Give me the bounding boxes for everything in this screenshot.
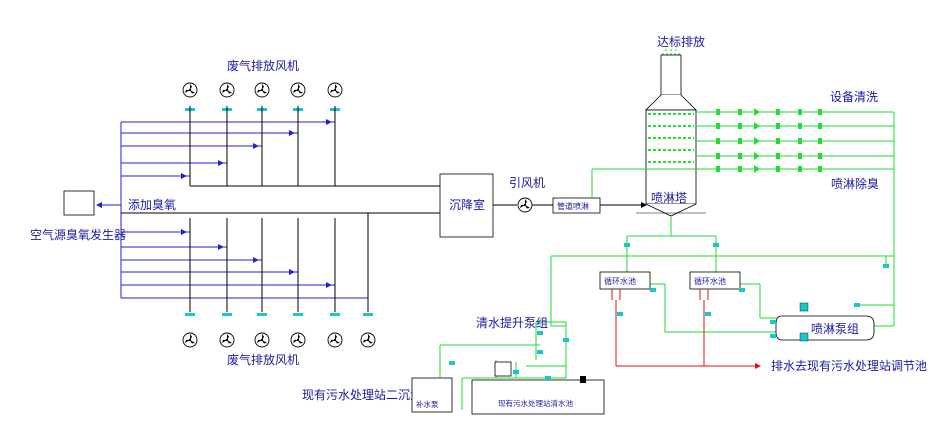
pipe-spray-label: 管道喷淋 — [557, 201, 589, 211]
spray-deodorize-label: 喷淋除臭 — [831, 176, 879, 191]
header-valve — [798, 153, 802, 159]
induced-fan-rotor — [517, 197, 533, 213]
header-valve — [716, 109, 720, 115]
header-valve — [818, 166, 822, 172]
header-valve — [716, 153, 720, 159]
valve-marker — [883, 264, 889, 268]
drain-to-regulating-label: 排水去现有污水处理站调节池 — [771, 359, 927, 373]
valve-marker — [624, 243, 630, 247]
damper-icon — [257, 313, 267, 316]
makeup-pump-label: 补水泵 — [416, 399, 439, 409]
damper-icon — [363, 313, 373, 316]
exhaust-fan-icon — [219, 332, 235, 348]
top-fans-label: 废气排放风机 — [227, 58, 299, 73]
circ-pool-2-box — [689, 271, 741, 290]
bottom-fans-label: 废气排放风机 — [227, 352, 299, 367]
header-valve — [716, 138, 720, 144]
header-valve — [776, 123, 780, 129]
header-valve — [776, 153, 780, 159]
header-valve — [818, 153, 822, 159]
level-sensor-icon — [580, 376, 586, 383]
ozone-generator-label: 空气源臭氧发生器 — [30, 227, 126, 242]
valve-marker — [705, 312, 711, 316]
secondary-clarifier-label: 现有污水处理站二沉池 — [302, 388, 422, 402]
valve-marker — [770, 334, 776, 338]
bottom-exhaust-fans — [182, 313, 376, 348]
pump-icon — [799, 302, 809, 342]
header-valve — [738, 138, 742, 144]
clear-water-pool-label: 现有污水处理站清水池 — [498, 398, 573, 408]
valve-marker — [545, 376, 551, 380]
exhaust-fan-icon — [360, 332, 376, 348]
header-valve — [798, 109, 802, 115]
exhaust-fan-icon — [182, 82, 198, 98]
valve-marker — [617, 312, 623, 316]
clear-water-pump-group-label: 清水提升泵组 — [476, 315, 548, 330]
add-ozone-label: 添加臭氧 — [128, 197, 176, 212]
circ-pool-2-label: 循环水池 — [694, 276, 726, 286]
clear-water-pool-box — [471, 379, 605, 415]
water-lines — [439, 111, 895, 410]
spray-header-fixtures — [716, 109, 822, 172]
exhaust-fan-icon — [327, 82, 343, 98]
valve-marker — [513, 370, 519, 374]
induced-fan-icon — [517, 197, 533, 213]
header-valve — [776, 138, 780, 144]
clear-water-pump-box — [494, 361, 512, 377]
valve-marker — [770, 320, 776, 324]
valve-marker — [449, 361, 455, 365]
circ-pool-1-box — [599, 271, 651, 290]
exhaust-fan-icon — [290, 82, 306, 98]
header-valve — [738, 109, 742, 115]
valve-marker — [739, 288, 745, 292]
valve-markers — [449, 243, 889, 380]
induced-fan-label: 引风机 — [509, 176, 545, 190]
exhaust-fan-icon — [254, 82, 270, 98]
ozone-generator-box — [63, 190, 95, 216]
exhaust-branch-network — [96, 119, 368, 299]
header-valve — [716, 123, 720, 129]
header-valve — [818, 123, 822, 129]
damper-icon — [185, 313, 195, 316]
header-valve — [738, 123, 742, 129]
main-ducts — [121, 106, 647, 312]
header-valve — [798, 138, 802, 144]
exhaust-fan-icon — [290, 332, 306, 348]
exhaust-fan-icon — [327, 332, 343, 348]
exhaust-fan-icon — [219, 82, 235, 98]
header-valve — [798, 166, 802, 172]
valve-marker — [537, 350, 543, 354]
header-valve — [738, 153, 742, 159]
drain-lines — [611, 289, 761, 369]
valve-marker — [854, 303, 860, 307]
spray-tower-label: 喷淋塔 — [651, 191, 687, 205]
valve-marker — [650, 288, 656, 292]
damper-icon — [293, 313, 303, 316]
header-valve — [776, 166, 780, 172]
spray-tower-trays — [648, 113, 694, 163]
header-valve — [818, 109, 822, 115]
valve-marker — [537, 331, 543, 335]
circ-pool-1-label: 循环水池 — [604, 276, 636, 286]
header-valve — [716, 166, 720, 172]
damper-icon — [222, 313, 232, 316]
header-valve — [776, 109, 780, 115]
header-valve — [798, 123, 802, 129]
equipment-cleaning-label: 设备清洗 — [830, 90, 878, 104]
header-valve — [738, 166, 742, 172]
exhaust-fan-icon — [182, 332, 198, 348]
secondary-clarifier-box — [411, 377, 453, 413]
spray-pump-group-label: 喷淋泵组 — [811, 322, 859, 336]
exhaust-fan-icon — [254, 332, 270, 348]
settling-chamber-label: 沉降室 — [449, 197, 485, 212]
valve-marker — [713, 243, 719, 247]
header-valve — [818, 138, 822, 144]
valve-marker — [563, 338, 569, 342]
discharge-label: 达标排放 — [657, 34, 705, 49]
settling-chamber-box — [439, 173, 494, 238]
damper-icon — [330, 313, 340, 316]
pipe-spray-box — [552, 197, 601, 214]
